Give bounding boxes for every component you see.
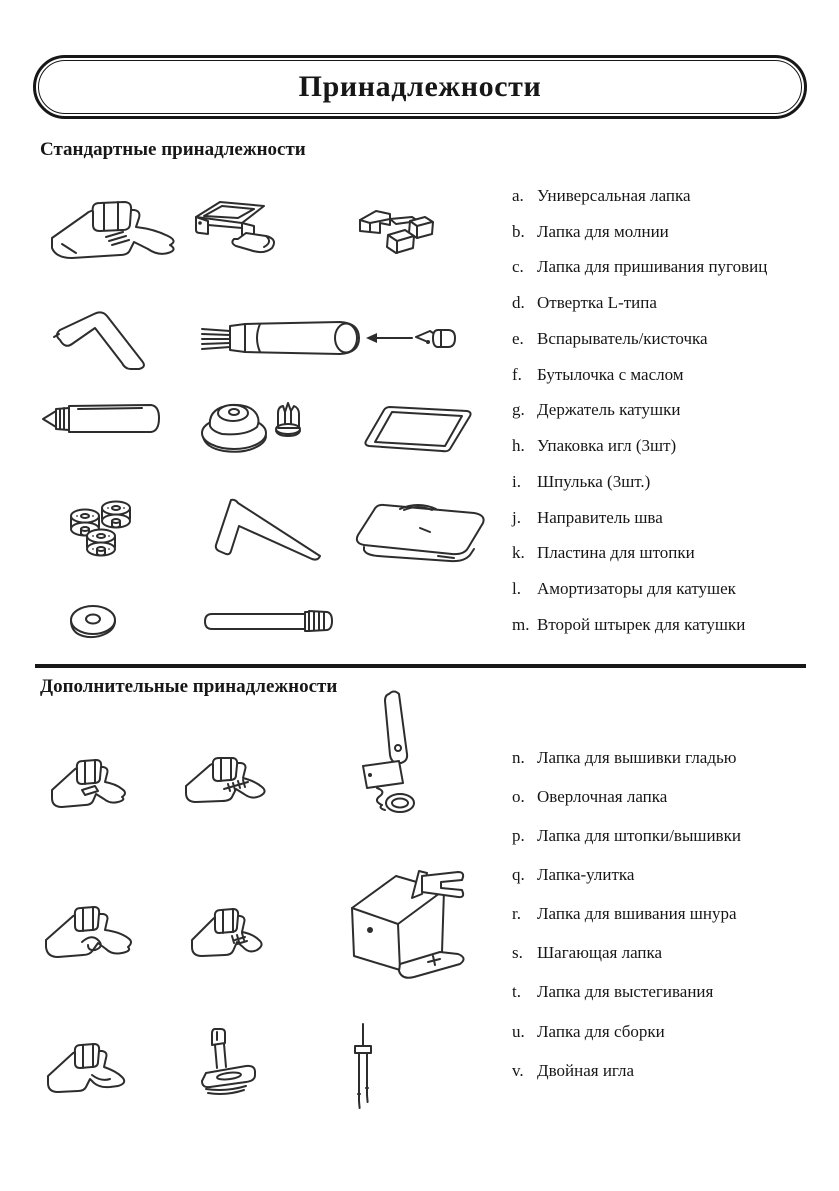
- item-letter: j.: [512, 507, 521, 527]
- item-letter: h.: [512, 436, 525, 456]
- darning-embroidery-foot-illustration: [362, 690, 415, 813]
- item-letter: f.: [512, 364, 522, 384]
- page-title-box: Принадлежности: [33, 55, 807, 119]
- item-label: Упаковка игл (3шт): [537, 436, 677, 456]
- item-letter: e.: [512, 328, 524, 348]
- twin-needle-illustration: [354, 1023, 372, 1109]
- list-item: g. Держатель катушки: [512, 393, 767, 429]
- page-title: Принадлежности: [298, 70, 542, 103]
- item-letter: p.: [512, 825, 525, 845]
- seam-ripper-brush-illustration: [201, 321, 456, 355]
- item-label: Лапка для вшивания шнура: [537, 904, 737, 924]
- satin-stitch-foot-illustration: [51, 759, 126, 808]
- list-item: e. Вспарыватель/кисточка: [512, 321, 767, 357]
- item-label: Лапка для вышивки гладью: [537, 747, 737, 767]
- list-item: d. Отвертка L-типа: [512, 285, 767, 321]
- standard-accessories-list: a. Универсальная лапка b. Лапка для молнии…: [512, 178, 767, 643]
- list-item: j. Направитель шва: [512, 500, 767, 536]
- item-letter: l.: [512, 579, 521, 599]
- cording-foot-illustration: [191, 908, 263, 957]
- darning-plate-illustration: [355, 503, 485, 563]
- item-letter: u.: [512, 1021, 525, 1041]
- list-item: t. Лапка для выстегивания: [512, 973, 741, 1012]
- item-letter: c.: [512, 257, 524, 277]
- needle-pack-illustration: [364, 406, 472, 453]
- list-item: s. Шагающая лапка: [512, 934, 741, 973]
- item-label: Направитель шва: [537, 507, 663, 527]
- item-label: Пластина для штопки: [537, 543, 695, 563]
- item-letter: t.: [512, 982, 521, 1002]
- item-label: Шагающая лапка: [537, 943, 663, 963]
- item-label: Лапка для сборки: [537, 1021, 665, 1041]
- list-item: k. Пластина для штопки: [512, 536, 767, 572]
- item-label: Отвертка L-типа: [537, 293, 657, 313]
- gathering-foot-illustration: [201, 1028, 256, 1095]
- item-letter: n.: [512, 747, 525, 767]
- universal-foot-illustration: [51, 201, 175, 259]
- item-label: Лапка для штопки/вышивки: [537, 825, 741, 845]
- item-letter: o.: [512, 786, 525, 806]
- item-label: Вспарыватель/кисточка: [537, 328, 708, 348]
- item-label: Универсальная лапка: [537, 185, 691, 205]
- standard-accessories-heading: Стандартные принадлежности: [40, 139, 306, 160]
- zipper-foot-illustration: [195, 201, 275, 254]
- list-item: n. Лапка для вышивки гладью: [512, 738, 741, 777]
- additional-accessories-list: n. Лапка для вышивки гладью o. Оверлочная …: [512, 738, 741, 1090]
- item-label: Двойная игла: [537, 1060, 635, 1080]
- section-divider: [35, 664, 806, 668]
- hemmer-foot-illustration: [45, 906, 132, 958]
- list-item: r. Лапка для вшивания шнура: [512, 895, 741, 934]
- item-label: Бутылочка с маслом: [537, 364, 684, 384]
- item-letter: m.: [512, 614, 530, 634]
- quilting-foot-illustration: [47, 1043, 126, 1093]
- list-item: h. Упаковка игл (3шт): [512, 428, 767, 464]
- spool-holder-illustration: [201, 402, 301, 453]
- oil-bottle-illustration: [42, 404, 160, 433]
- item-label: Лапка-улитка: [537, 864, 635, 884]
- item-label: Шпулька (3шт.): [537, 471, 651, 491]
- seam-guide-illustration: [214, 498, 321, 561]
- list-item: f. Бутылочка с маслом: [512, 357, 767, 393]
- spool-cushion-illustration: [70, 605, 116, 639]
- list-item: a. Универсальная лапка: [512, 178, 767, 214]
- list-item: m. Второй штырек для катушки: [512, 607, 767, 643]
- item-letter: s.: [512, 943, 523, 963]
- button-sewing-foot-illustration: [359, 210, 434, 254]
- item-label: Лапка для пришивания пуговиц: [537, 257, 768, 277]
- list-item: o. Оверлочная лапка: [512, 777, 741, 816]
- list-item: c. Лапка для пришивания пуговиц: [512, 250, 767, 286]
- walking-foot-illustration: [351, 870, 465, 979]
- additional-accessories-heading: Дополнительные принадлежности: [40, 676, 338, 697]
- item-letter: k.: [512, 543, 525, 563]
- l-type-screwdriver-illustration: [53, 311, 145, 370]
- second-spool-pin-illustration: [204, 610, 333, 632]
- list-item: p. Лапка для штопки/вышивки: [512, 816, 741, 855]
- item-label: Лапка для выстегивания: [537, 982, 714, 1002]
- list-item: u. Лапка для сборки: [512, 1012, 741, 1051]
- bobbins-illustration: [70, 500, 131, 557]
- item-label: Лапка для молнии: [537, 221, 669, 241]
- item-letter: d.: [512, 293, 525, 313]
- item-label: Второй штырек для катушки: [537, 614, 746, 634]
- overcasting-foot-illustration: [185, 757, 266, 803]
- item-label: Амортизаторы для катушек: [537, 579, 736, 599]
- list-item: i. Шпулька (3шт.): [512, 464, 767, 500]
- list-item: b. Лапка для молнии: [512, 214, 767, 250]
- item-letter: q.: [512, 864, 525, 884]
- item-letter: g.: [512, 400, 525, 420]
- list-item: l. Амортизаторы для катушек: [512, 571, 767, 607]
- item-label: Оверлочная лапка: [537, 786, 668, 806]
- item-letter: v.: [512, 1060, 524, 1080]
- list-item: v. Двойная игла: [512, 1051, 741, 1090]
- item-letter: b.: [512, 221, 525, 241]
- item-letter: i.: [512, 471, 521, 491]
- item-letter: a.: [512, 185, 524, 205]
- list-item: q. Лапка-улитка: [512, 855, 741, 894]
- item-letter: r.: [512, 904, 521, 924]
- item-label: Держатель катушки: [537, 400, 681, 420]
